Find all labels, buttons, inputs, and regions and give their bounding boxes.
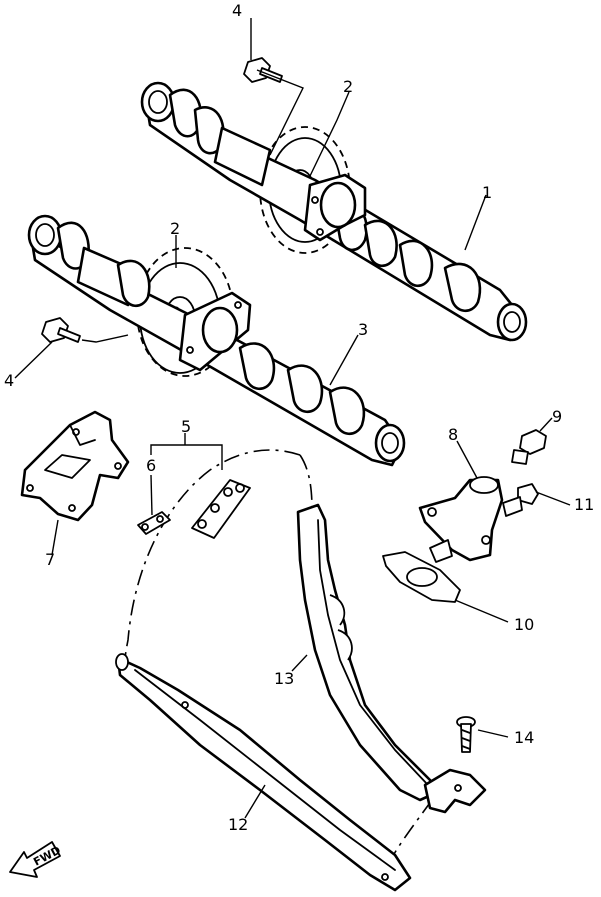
cam-chain-tensioner — [418, 476, 504, 563]
callout-2-lower: 2 — [170, 219, 180, 238]
tensioner-mount-bolt — [502, 483, 539, 517]
callout-5: 5 — [181, 417, 191, 436]
bolt-upper — [243, 57, 283, 83]
upper-camshaft — [140, 81, 528, 342]
callout-numbers: 1 2 2 3 4 4 5 6 7 8 9 10 11 12 13 14 — [4, 1, 594, 834]
callout-12: 12 — [228, 815, 248, 834]
callout-3: 3 — [358, 320, 368, 339]
chain-link-joint — [191, 479, 251, 539]
callout-2-upper: 2 — [343, 77, 353, 96]
callout-1: 1 — [482, 183, 492, 202]
callout-14: 14 — [514, 728, 534, 747]
bolt-lower — [41, 317, 81, 343]
callout-11: 11 — [574, 495, 594, 514]
leader-lines — [14, 18, 571, 819]
chain-guide-long — [115, 653, 412, 892]
chain-link-plate — [137, 511, 171, 535]
callout-9: 9 — [552, 407, 562, 426]
guide-pivot-mount — [423, 768, 487, 814]
callout-10: 10 — [514, 615, 534, 634]
lower-camshaft — [27, 214, 406, 467]
tensioner-gasket — [382, 551, 461, 603]
callout-4-upper: 4 — [232, 1, 242, 20]
chain-guide-tensioner-side — [296, 503, 440, 802]
forward-direction-arrow-icon: FWD — [9, 841, 63, 878]
callout-4-lower: 4 — [4, 371, 14, 390]
callout-7: 7 — [45, 550, 55, 569]
callout-8: 8 — [448, 425, 458, 444]
cam-chain — [124, 449, 433, 871]
callout-6: 6 — [146, 456, 156, 475]
tensioner-cap-bolt — [511, 429, 547, 465]
callout-13: 13 — [274, 669, 294, 688]
chain-guide-bracket — [20, 410, 130, 522]
guide-bolt — [456, 716, 476, 753]
